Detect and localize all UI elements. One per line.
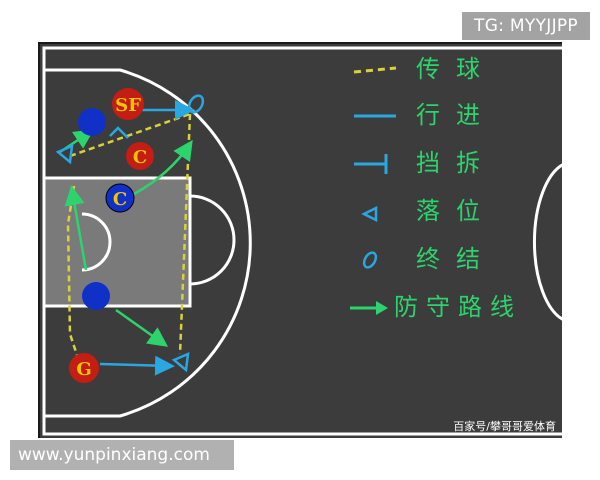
- move-line: [99, 355, 175, 376]
- player-label: SF: [115, 95, 141, 116]
- legend-item-screen: 挡拆: [350, 144, 550, 184]
- defense-arrow: [64, 185, 88, 271]
- defense-arrow: [115, 308, 169, 347]
- legend-label: 挡拆: [416, 149, 496, 177]
- screen-t-icon: [354, 154, 388, 174]
- dashed-line-icon: [353, 66, 397, 74]
- pass-line: [69, 112, 191, 158]
- defender-dot: [78, 108, 106, 136]
- triangle-icon: [361, 205, 378, 223]
- legend-item-landing: 落位: [350, 192, 550, 232]
- restricted-arc: [81, 212, 112, 272]
- defender-dot: [82, 282, 110, 310]
- legend-label: 终结: [416, 245, 496, 273]
- move-line: [109, 126, 129, 139]
- legend-label: 行进: [416, 101, 496, 129]
- play-diagram: SF C C G 传球 行进: [38, 42, 562, 438]
- player-sf: SF: [112, 88, 144, 120]
- legend-item-defense: 防守路线: [350, 288, 550, 328]
- player-label: G: [76, 359, 91, 380]
- legend-label: 落位: [416, 197, 496, 225]
- landing-spot-triangle: [55, 143, 74, 165]
- movement-lines: [99, 100, 195, 376]
- finish-circle: [187, 94, 205, 114]
- circle-icon: [362, 251, 378, 269]
- defense-arrow: [133, 139, 193, 196]
- player-label: C: [113, 189, 127, 210]
- legend-item-pass: 传球: [350, 50, 550, 90]
- player-c-wing: C: [126, 142, 154, 170]
- source-watermark: 百家号/攀哥哥爱体育: [453, 420, 556, 433]
- arrow-icon: [350, 301, 388, 315]
- legend-label: 防守路线: [394, 293, 522, 321]
- court-svg: SF C C G: [42, 46, 562, 436]
- solid-line-icon: [354, 114, 396, 118]
- player-g: G: [69, 353, 99, 383]
- legend-label: 传球: [416, 55, 496, 83]
- pass-line: [66, 185, 82, 365]
- player-c-elbow: C: [105, 183, 135, 213]
- three-point-line: [44, 68, 252, 418]
- site-url-badge[interactable]: www.yunpinxiang.com: [10, 440, 234, 470]
- center-circle-arc: [532, 163, 562, 321]
- player-label: C: [133, 147, 147, 168]
- landing-spot-triangle: [171, 351, 190, 373]
- telegram-badge: TG: MYYJJPP: [462, 12, 590, 40]
- legend-item-move: 行进: [350, 96, 550, 136]
- free-throw-circle: [189, 194, 236, 286]
- legend-item-finish: 终结: [350, 240, 550, 280]
